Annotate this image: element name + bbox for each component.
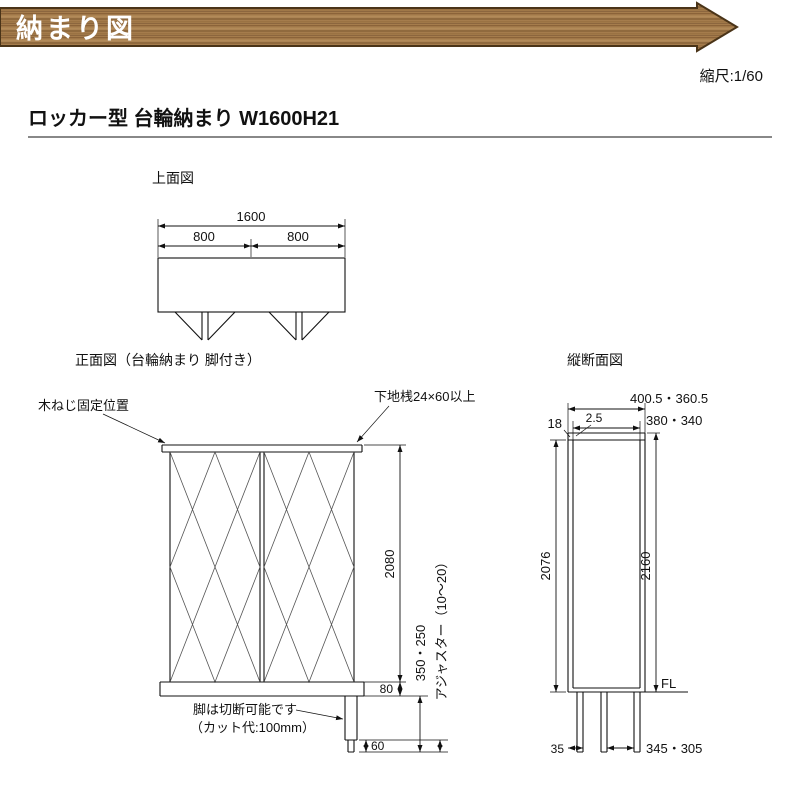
front-view: 正面図（台輪納まり 脚付き） 木ねじ固定位置 下地桟24×60以上 [38, 352, 476, 753]
top-view-legs [174, 311, 330, 341]
dim-group-leg-length: 350・250 [359, 625, 448, 753]
dim-350-250: 350・250 [413, 625, 428, 681]
note-base-rail: 下地桟24×60以上 [374, 389, 476, 404]
leader-rail [356, 405, 390, 443]
dim-group-adjuster: アジャスター（10～20） [434, 556, 449, 752]
dim-1600: 1600 [237, 209, 266, 224]
note-leg-cut-line2: （カット代:100mm） [190, 720, 315, 735]
banner-title: 納まり図 [16, 13, 136, 44]
dim-2160: 2160 [638, 552, 653, 581]
dim-group-2080: 2080 [364, 444, 406, 683]
dim-group-2160: 2160 [638, 432, 660, 692]
leader-leg-cut [295, 709, 344, 721]
dim-depth-inner: 380・340 [646, 413, 702, 428]
leader-screw [102, 413, 166, 444]
top-view-extension-lines [157, 219, 346, 257]
scale-note: 縮尺:1/60 [700, 68, 763, 85]
dim-depth-total: 400.5・360.5 [630, 391, 708, 406]
section-view-label: 縦断面図 [567, 352, 623, 368]
section-bottom-dims: 35 345・305 [551, 741, 703, 756]
front-top-rail [161, 444, 363, 453]
section-legs [576, 692, 641, 753]
dim-2080: 2080 [382, 550, 397, 579]
top-view: 上面図 1600 800 800 [152, 170, 346, 341]
banner-ribbon: 納まり図 [0, 1, 739, 53]
front-leg [344, 696, 358, 753]
dim-60: 60 [371, 739, 385, 753]
note-screw-position: 木ねじ固定位置 [38, 398, 129, 413]
dim-800-left: 800 [193, 229, 215, 244]
dim-345-305: 345・305 [646, 741, 702, 756]
dim-35: 35 [551, 742, 565, 756]
dim-group-60: 60 [363, 739, 385, 753]
section-body [567, 432, 646, 693]
dim-80: 80 [380, 682, 394, 696]
dim-2-5: 2.5 [586, 411, 603, 425]
front-cabinet-outline [169, 452, 355, 682]
note-leg-cut-line1: 脚は切断可能です [193, 702, 297, 717]
front-view-label: 正面図（台輪納まり 脚付き） [75, 352, 261, 368]
note-adjuster: アジャスター（10～20） [434, 556, 449, 701]
dim-800-right: 800 [287, 229, 309, 244]
top-view-label: 上面図 [152, 170, 194, 186]
top-view-outline [157, 257, 346, 313]
dim-group-2076: 2076 [538, 439, 566, 693]
front-base-band [159, 681, 365, 697]
dim-18: 18 [548, 416, 562, 431]
page-title: ロッカー型 台輪納まり W1600H21 [28, 106, 339, 130]
dim-group-80: 80 [364, 682, 428, 697]
front-panel-bracing [169, 450, 355, 684]
section-view: 縦断面図 400.5・360.5 380・340 18 2.5 2076 [538, 352, 708, 756]
floor-label: FL [661, 676, 676, 691]
banner-arrow-shape [0, 1, 739, 53]
dim-2076: 2076 [538, 552, 553, 581]
section-top-dims: 400.5・360.5 380・340 18 2.5 [548, 391, 708, 442]
